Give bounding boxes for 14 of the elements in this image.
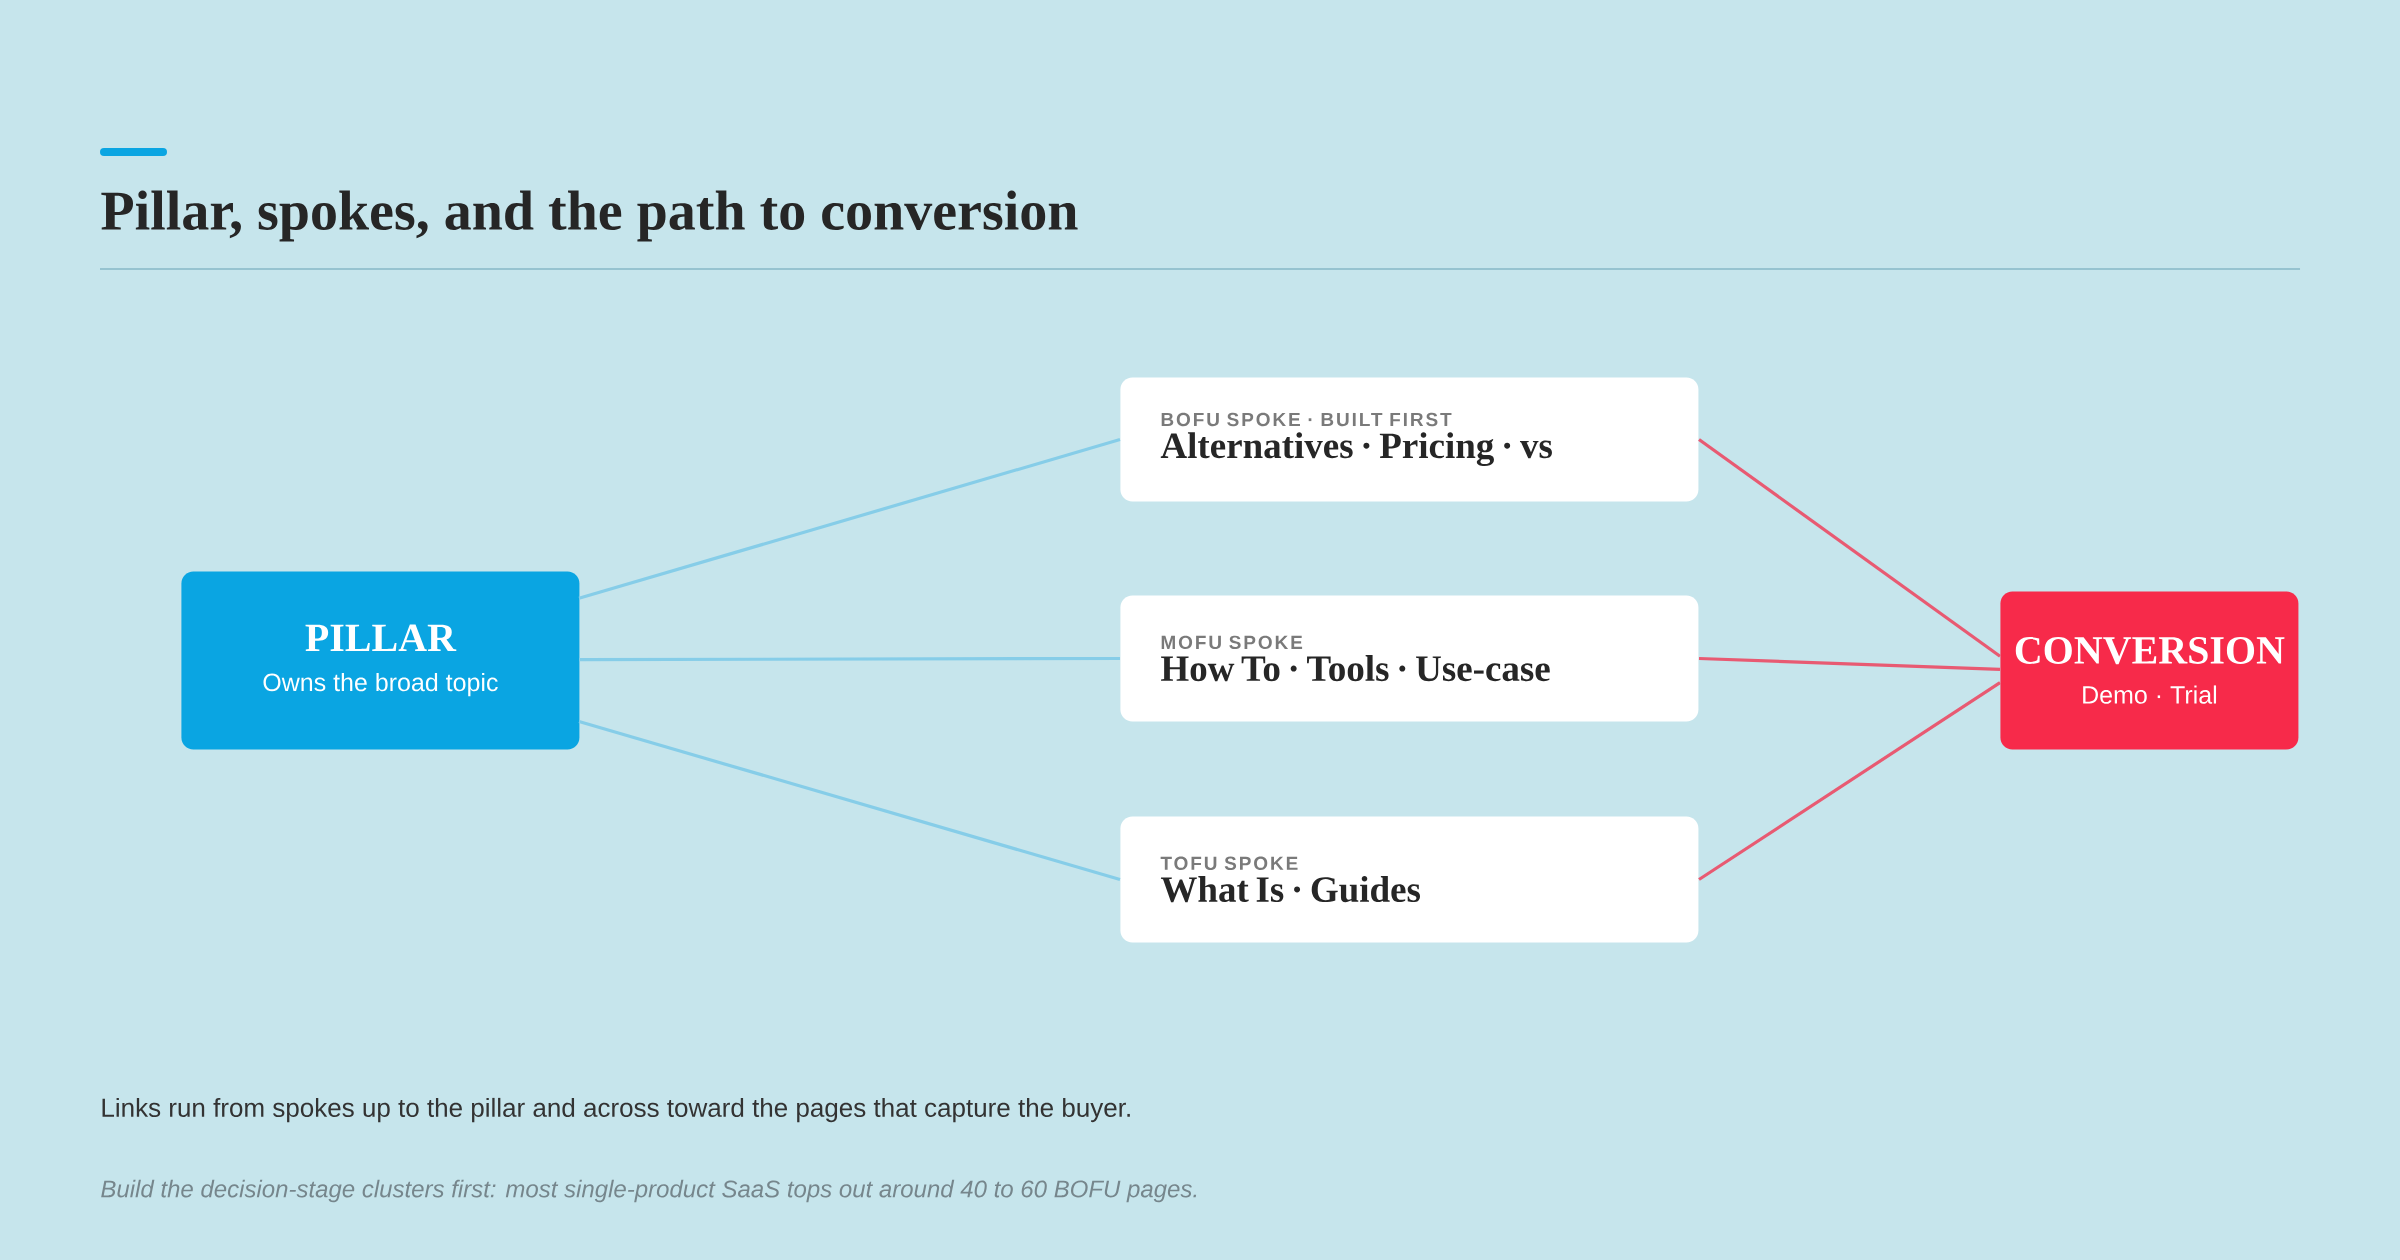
connector-line xyxy=(1698,438,2001,658)
connector-line xyxy=(578,719,1121,882)
connector-line xyxy=(578,437,1121,600)
pillar-box: PILLAR Owns the broad topic xyxy=(181,571,580,750)
caption-text: Links run from spokes up to the pillar and across toward the pages that capture the buyer. xyxy=(102,1097,1130,1123)
connector-line xyxy=(1698,681,2001,881)
spoke-card: TOFU SPOKE What Is · Guides xyxy=(1120,816,1699,943)
spoke-card: BOFU SPOKE · BUILT FIRST Alternatives · Pricing · vs xyxy=(1120,377,1699,502)
title: Pillar, spokes, and the path to conversion xyxy=(101,190,1078,242)
connector-line xyxy=(579,656,1120,662)
conversion-box: CONVERSION Demo · Trial xyxy=(2000,591,2299,750)
connector-line xyxy=(1698,656,2001,671)
spoke-card: MOFU SPOKE How To · Tools · Use-case xyxy=(1120,595,1699,722)
note-text: Build the decision-stage clusters first: most single-product SaaS tops out around 40 to 60 BOFU pages. xyxy=(101,1179,1197,1203)
